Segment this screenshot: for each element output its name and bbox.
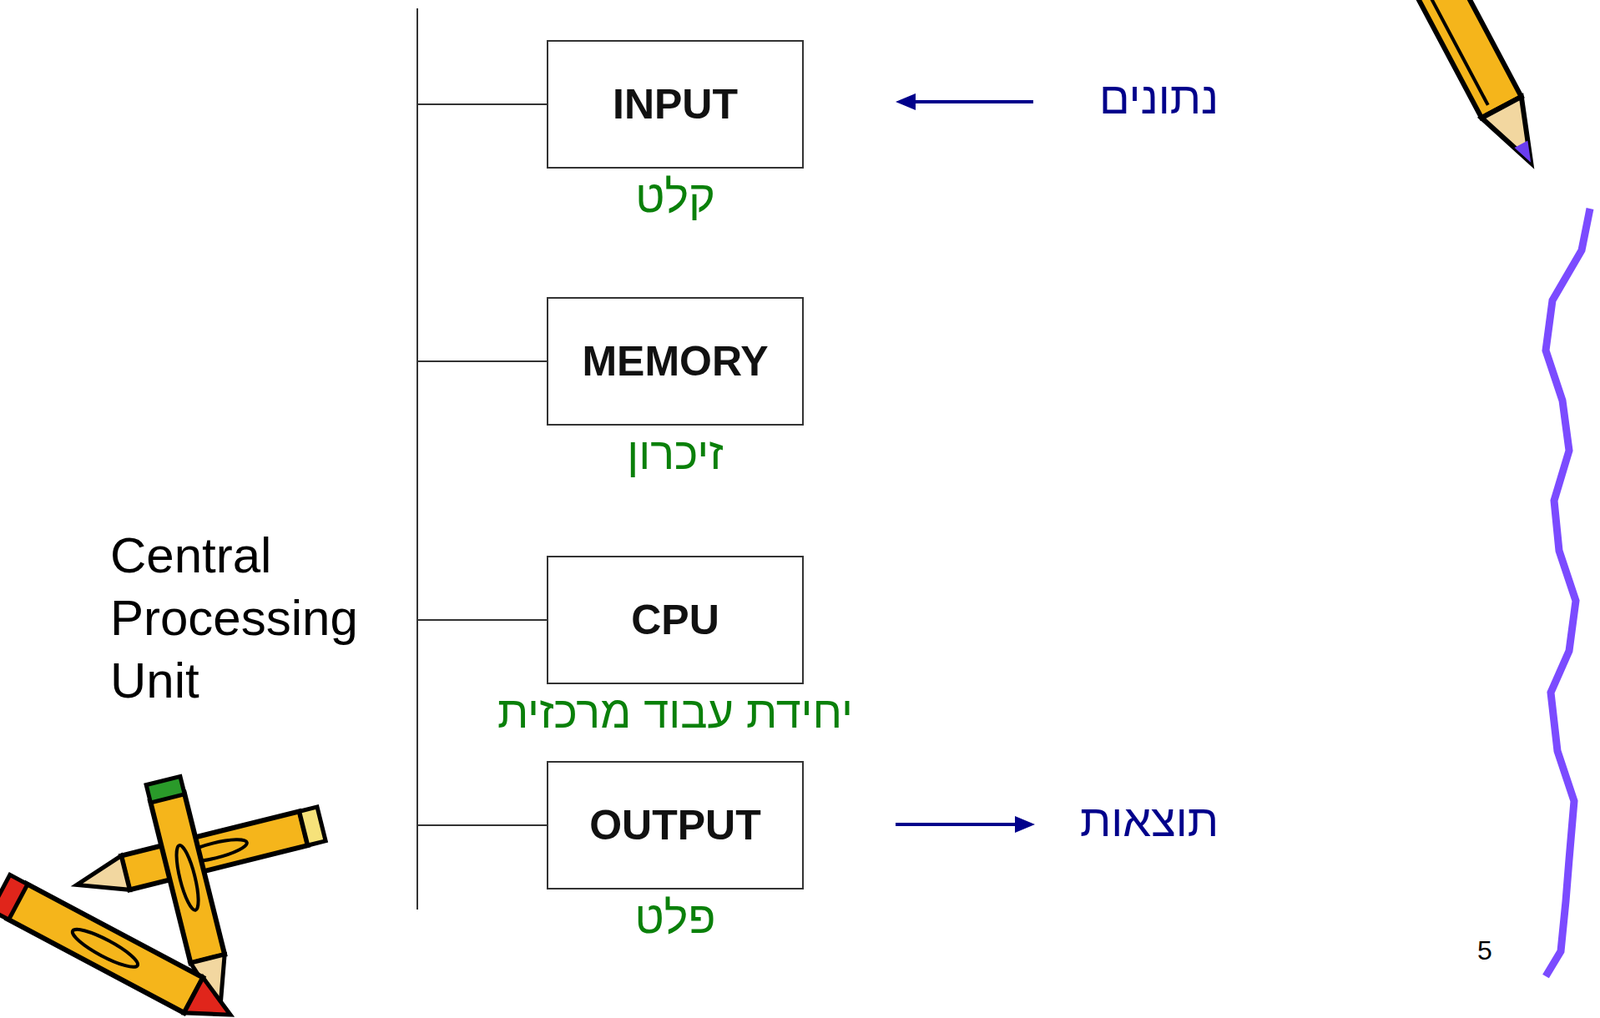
output-arrow	[895, 822, 1020, 827]
box-outline: OUTPUT	[546, 761, 804, 890]
page-number: 5	[1477, 936, 1511, 966]
box-label: OUTPUT	[589, 801, 762, 850]
box-outline: CPU	[546, 555, 804, 685]
input-label: נתונים	[1043, 73, 1219, 123]
bus-line	[416, 8, 419, 106]
arrow-head	[1014, 816, 1035, 833]
pencil-illustration	[1403, 0, 1551, 173]
process-box: CPUיחידת עבוד מרכזית	[546, 555, 804, 685]
hebrew-caption: פלט	[635, 893, 717, 943]
input-arrow	[909, 100, 1034, 104]
box-label: CPU	[630, 595, 720, 645]
box-label: INPUT	[612, 80, 738, 129]
process-box: INPUTקלט	[546, 40, 804, 169]
bus-line	[416, 824, 419, 910]
hebrew-caption: זיכרון	[626, 429, 724, 479]
hebrew-caption: יחידת עבוד מרכזית	[497, 687, 853, 737]
box-outline: MEMORY	[546, 297, 804, 426]
process-box: MEMORYזיכרון	[546, 297, 804, 426]
wavy-line	[1545, 208, 1590, 977]
bus-connector	[417, 361, 547, 621]
cpu-annotation: Central Processing Unit	[110, 524, 411, 712]
pencil-illustration	[0, 874, 240, 1018]
output-label: תוצאות	[1034, 796, 1219, 846]
process-box: OUTPUTפלט	[546, 761, 804, 890]
arrow-head	[895, 93, 916, 111]
box-outline: INPUT	[546, 40, 804, 169]
box-label: MEMORY	[581, 337, 768, 386]
bus-connector	[417, 104, 547, 362]
hebrew-caption: קלט	[635, 171, 716, 222]
